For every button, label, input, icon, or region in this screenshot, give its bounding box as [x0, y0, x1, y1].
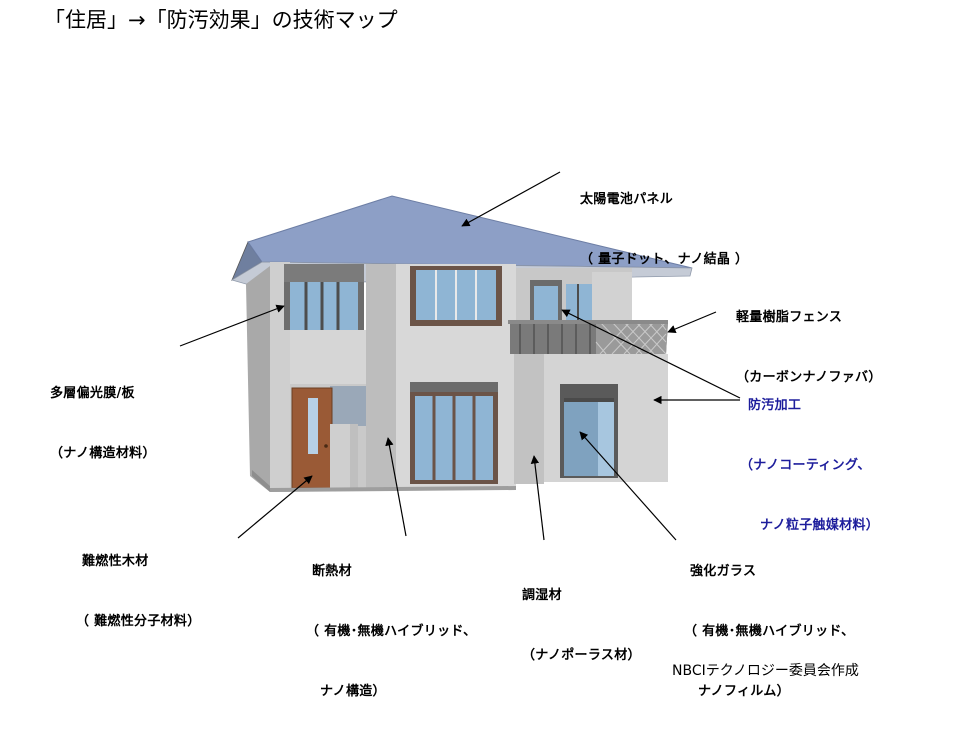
technology-map: 「住居」→「防汚効果」の技術マップ	[44, 8, 882, 706]
wood-arrow	[237, 475, 313, 539]
insulation-arrow	[385, 437, 407, 537]
antifouling-detail: （ナノコーティング、	[740, 458, 871, 473]
glass-detail: （ 有機･無機ハイブリッド、	[684, 624, 855, 639]
page-title: 「住居」→「防汚効果」の技術マップ	[44, 8, 398, 32]
film-name: 多層偏光膜/板	[50, 386, 135, 401]
humidity-arrow	[530, 455, 545, 541]
humidity-label: 調湿材 （ナノポーラス材）	[522, 546, 641, 706]
balcony-fence	[508, 320, 668, 355]
wood-detail: （ 難燃性分子材料）	[76, 614, 201, 629]
antifouling-name: 防汚加工	[748, 398, 802, 413]
fence-detail: （カーボンナノファバ）	[736, 370, 882, 385]
antifouling-detail-2: ナノ粒子触媒材料）	[760, 518, 880, 533]
film-label: 多層偏光膜/板 （ナノ構造材料）	[50, 344, 156, 504]
insulation-detail: （ 有機･無機ハイブリッド、	[306, 624, 477, 639]
insulation-detail-2: ナノ構造）	[320, 684, 386, 699]
right-glass-door	[560, 384, 618, 478]
humidity-detail: （ナノポーラス材）	[522, 648, 641, 663]
solar-panel-label: 太陽電池パネル （ 量子ドット、ナノ結晶 ）	[580, 150, 748, 310]
front-door	[291, 387, 333, 489]
film-detail: （ナノ構造材料）	[50, 446, 156, 461]
solar-panel-detail: （ 量子ドット、ナノ結晶 ）	[580, 252, 749, 267]
antifouling-arrow-fence	[561, 309, 741, 399]
humidity-name: 調湿材	[522, 588, 562, 603]
solar-panel-arrow	[461, 171, 561, 227]
left-side-walls	[246, 262, 290, 492]
upper-center-window	[410, 266, 502, 326]
fence-label: 軽量樹脂フェンス （カーボンナノファバ）	[736, 268, 882, 428]
house-illustration	[179, 171, 741, 541]
wood-name: 難燃性木材	[82, 554, 149, 569]
annotation-arrows	[179, 171, 741, 541]
insulation-name: 断熱材	[312, 564, 352, 579]
insulation-label: 断熱材 （ 有機･無機ハイブリッド、 ナノ構造）	[306, 522, 476, 742]
solar-panel-name: 太陽電池パネル	[580, 192, 674, 207]
glass-name: 強化ガラス	[690, 564, 757, 579]
film-arrow	[179, 304, 285, 347]
credit-text: NBCIテクノロジー委員会作成	[672, 663, 859, 679]
glass-detail-2: ナノフィルム）	[698, 684, 790, 699]
glass-label: 強化ガラス （ 有機･無機ハイブリッド、 ナノフィルム）	[684, 522, 854, 742]
wood-label: 難燃性木材 （ 難燃性分子材料）	[76, 512, 201, 672]
fence-arrow	[667, 311, 717, 333]
fence-name: 軽量樹脂フェンス	[736, 310, 843, 325]
antifouling-label: 防汚加工 （ナノコーティング、 ナノ粒子触媒材料）	[740, 356, 879, 576]
glass-arrow	[579, 431, 677, 541]
upper-left-window-bay	[284, 264, 364, 330]
lower-center-window	[410, 382, 498, 484]
